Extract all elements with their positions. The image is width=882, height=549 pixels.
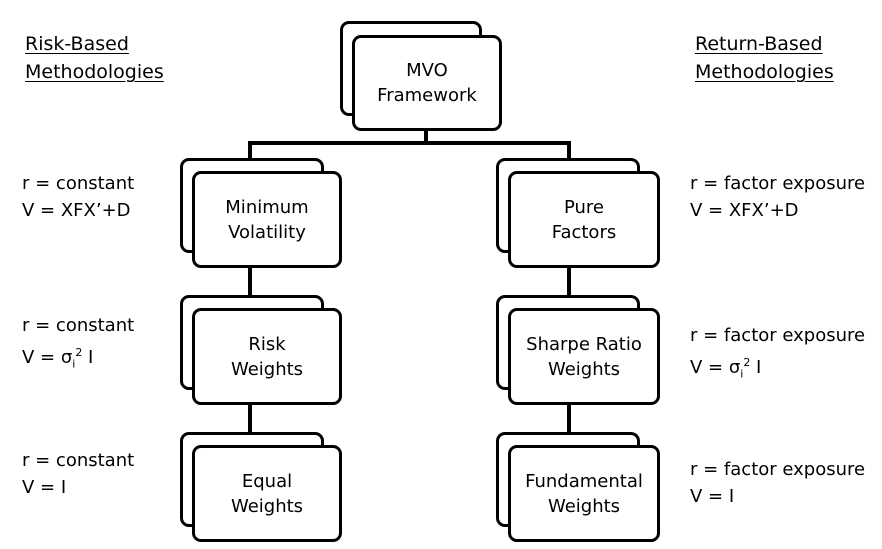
node-card: Equal Weights — [192, 445, 342, 542]
right-drop — [567, 141, 571, 171]
equal-weights-formula: r = constant V = I — [22, 450, 135, 498]
return-based-heading: Return-Based Methodologies — [695, 33, 834, 83]
min-vol-formula: r = constant V = XFX’+D — [22, 173, 135, 221]
node-card: Pure Factors — [508, 171, 660, 268]
right-link-2 — [567, 402, 571, 446]
node-card: Minimum Volatility — [192, 171, 342, 268]
horizontal-connector — [248, 141, 571, 145]
risk-weights-formula: r = constant V = σi2 I — [22, 315, 135, 371]
fundamental-weights-formula: r = factor exposure V = I — [690, 459, 866, 507]
pure-factors-formula: r = factor exposure V = XFX’+D — [690, 173, 866, 221]
risk-based-heading: Risk-Based Methodologies — [25, 33, 164, 83]
sharpe-ratio-weights-node: Sharpe Ratio Weights — [496, 295, 660, 405]
node-card: Fundamental Weights — [508, 445, 660, 542]
node-card: Risk Weights — [192, 308, 342, 405]
sharpe-ratio-formula: r = factor exposure V = σi2 I — [690, 325, 866, 381]
equal-weights-node: Equal Weights — [180, 432, 342, 542]
risk-weights-node: Risk Weights — [180, 295, 342, 405]
right-link-1 — [567, 264, 571, 308]
fundamental-weights-node: Fundamental Weights — [496, 432, 660, 542]
left-link-2 — [248, 402, 252, 446]
mvo-framework-node: MVO Framework — [340, 21, 502, 131]
node-card: MVO Framework — [352, 35, 502, 131]
pure-factors-node: Pure Factors — [496, 158, 660, 268]
root-stem — [424, 128, 428, 142]
node-card: Sharpe Ratio Weights — [508, 308, 660, 405]
left-drop — [248, 141, 252, 171]
left-link-1 — [248, 264, 252, 308]
minimum-volatility-node: Minimum Volatility — [180, 158, 342, 268]
